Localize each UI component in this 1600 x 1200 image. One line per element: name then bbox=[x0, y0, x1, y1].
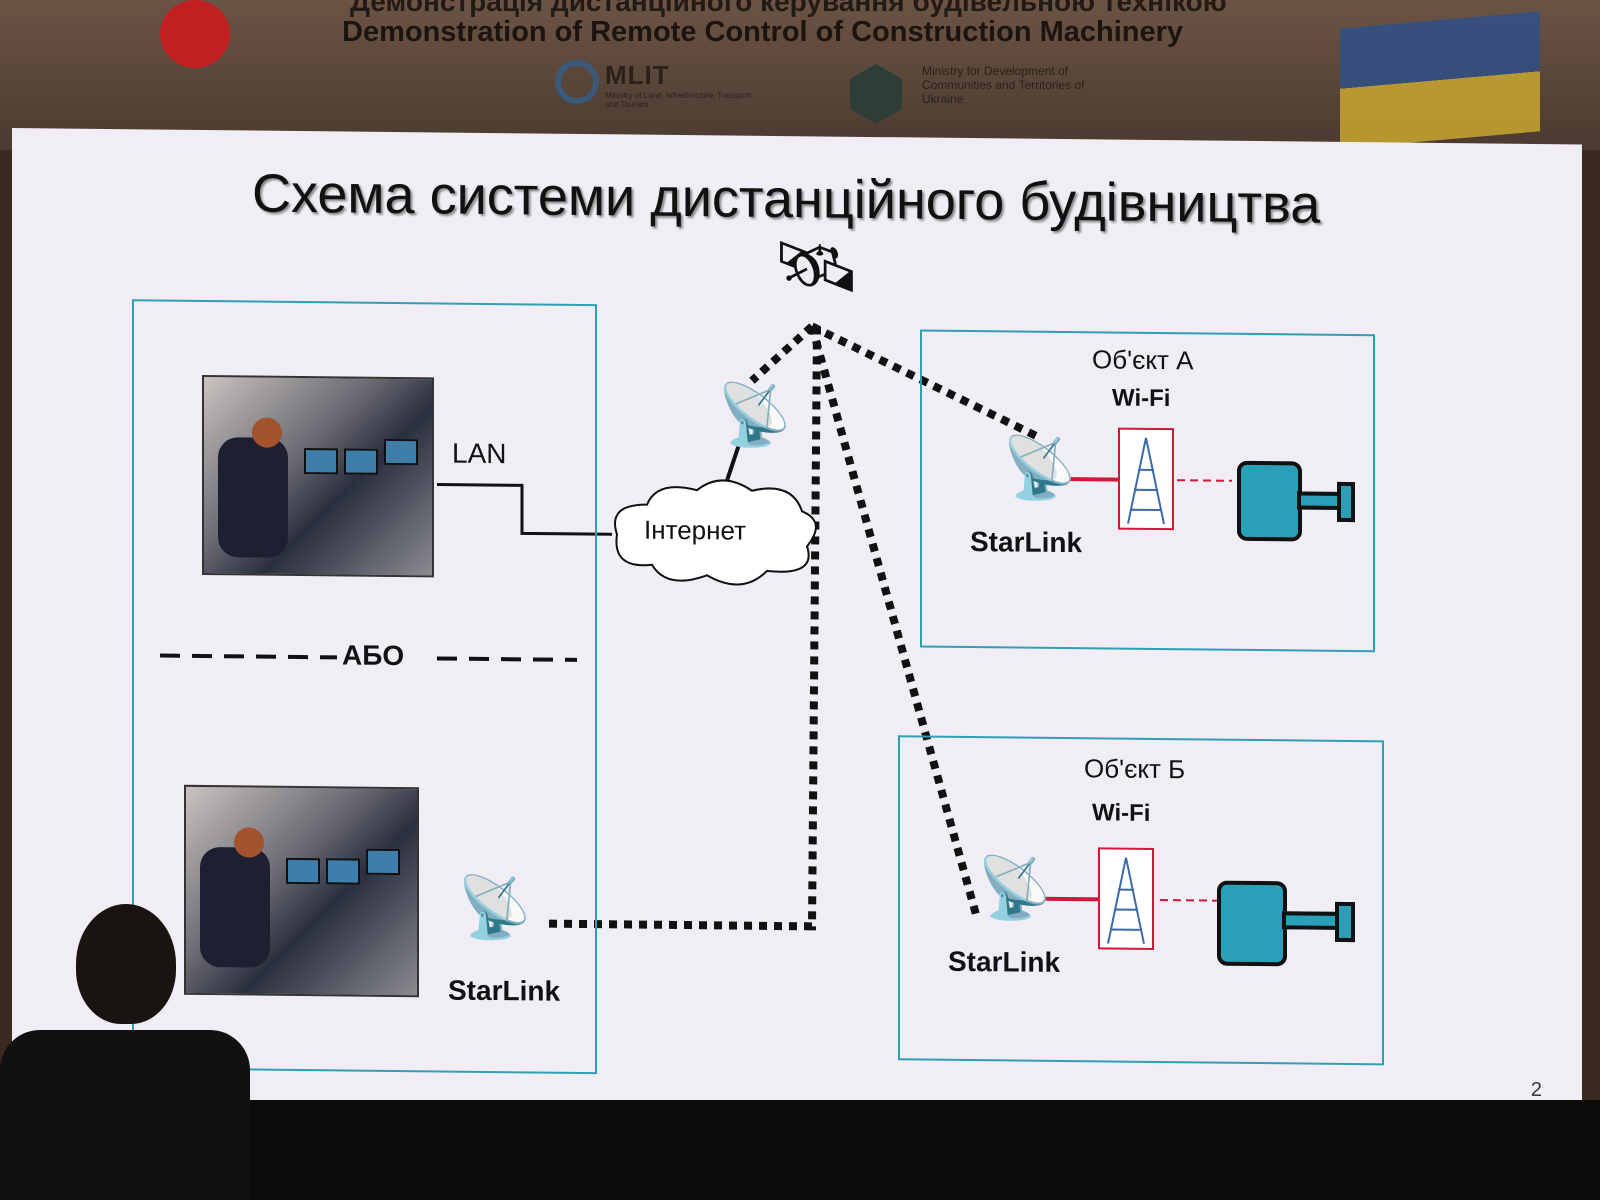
sat-link-object-b bbox=[808, 325, 981, 920]
or-divider-right bbox=[437, 656, 577, 662]
event-banner: Демонстрація дистанційного керування буд… bbox=[0, 0, 1600, 150]
ukraine-flag bbox=[1340, 11, 1540, 149]
internet-cloud bbox=[614, 479, 817, 586]
lan-label: LAN bbox=[452, 437, 507, 470]
projection-screen: Схема системи дистанційного будівництва … bbox=[12, 128, 1582, 1125]
japan-flag bbox=[160, 0, 230, 68]
remote-cockpit-photo-1 bbox=[202, 374, 434, 578]
satellite-icon: 🛰 bbox=[772, 226, 861, 306]
mlit-emblem-icon bbox=[555, 60, 599, 104]
wifi-tower-icon bbox=[1098, 847, 1154, 950]
internet-label: Інтернет bbox=[644, 514, 746, 546]
banner-title-en: Demonstration of Remote Control of Const… bbox=[342, 16, 1184, 48]
starlink-label-a: StarLink bbox=[970, 526, 1083, 559]
object-a-label: Об'єкт А bbox=[1092, 344, 1194, 376]
starlink-tower-a bbox=[1062, 476, 1120, 482]
tower-machine-a bbox=[1177, 479, 1232, 482]
or-divider-left bbox=[160, 653, 337, 660]
page-number: 2 bbox=[1530, 1078, 1542, 1102]
lan-line bbox=[437, 482, 612, 536]
starlink-label-operator: StarLink bbox=[448, 974, 561, 1007]
trident-emblem-icon bbox=[850, 64, 902, 124]
sat-link-internet bbox=[749, 323, 815, 384]
banner-title-ua: Демонстрація дистанційного керування буд… bbox=[350, 0, 1227, 17]
mlit-logo: MLIT Ministry of Land, Infrastructure, T… bbox=[555, 60, 755, 109]
wifi-label-b: Wi-Fi bbox=[1092, 799, 1151, 827]
object-b-label: Об'єкт Б bbox=[1084, 753, 1186, 785]
starlink-dish-icon: 📡 bbox=[1002, 434, 1077, 503]
or-label: АБО bbox=[342, 639, 405, 672]
starlink-label-b: StarLink bbox=[948, 945, 1061, 978]
wifi-label-a: Wi-Fi bbox=[1112, 384, 1171, 413]
starlink-dish-icon: 📡 bbox=[457, 873, 532, 942]
connection-lines bbox=[160, 322, 1232, 931]
starlink-dish-icon: 📡 bbox=[977, 854, 1052, 922]
starlink-tower-b bbox=[1042, 896, 1102, 902]
sat-link-object-a bbox=[810, 322, 1044, 443]
stage-floor bbox=[0, 1100, 1600, 1200]
tower-machine-b bbox=[1160, 899, 1217, 902]
ukraine-ministry-logo: Ministry for Development of Communities … bbox=[850, 64, 1102, 124]
speaker-silhouette bbox=[0, 900, 260, 1200]
satellite-dish-icon: 📡 bbox=[717, 381, 792, 450]
wifi-tower-icon bbox=[1118, 427, 1174, 531]
